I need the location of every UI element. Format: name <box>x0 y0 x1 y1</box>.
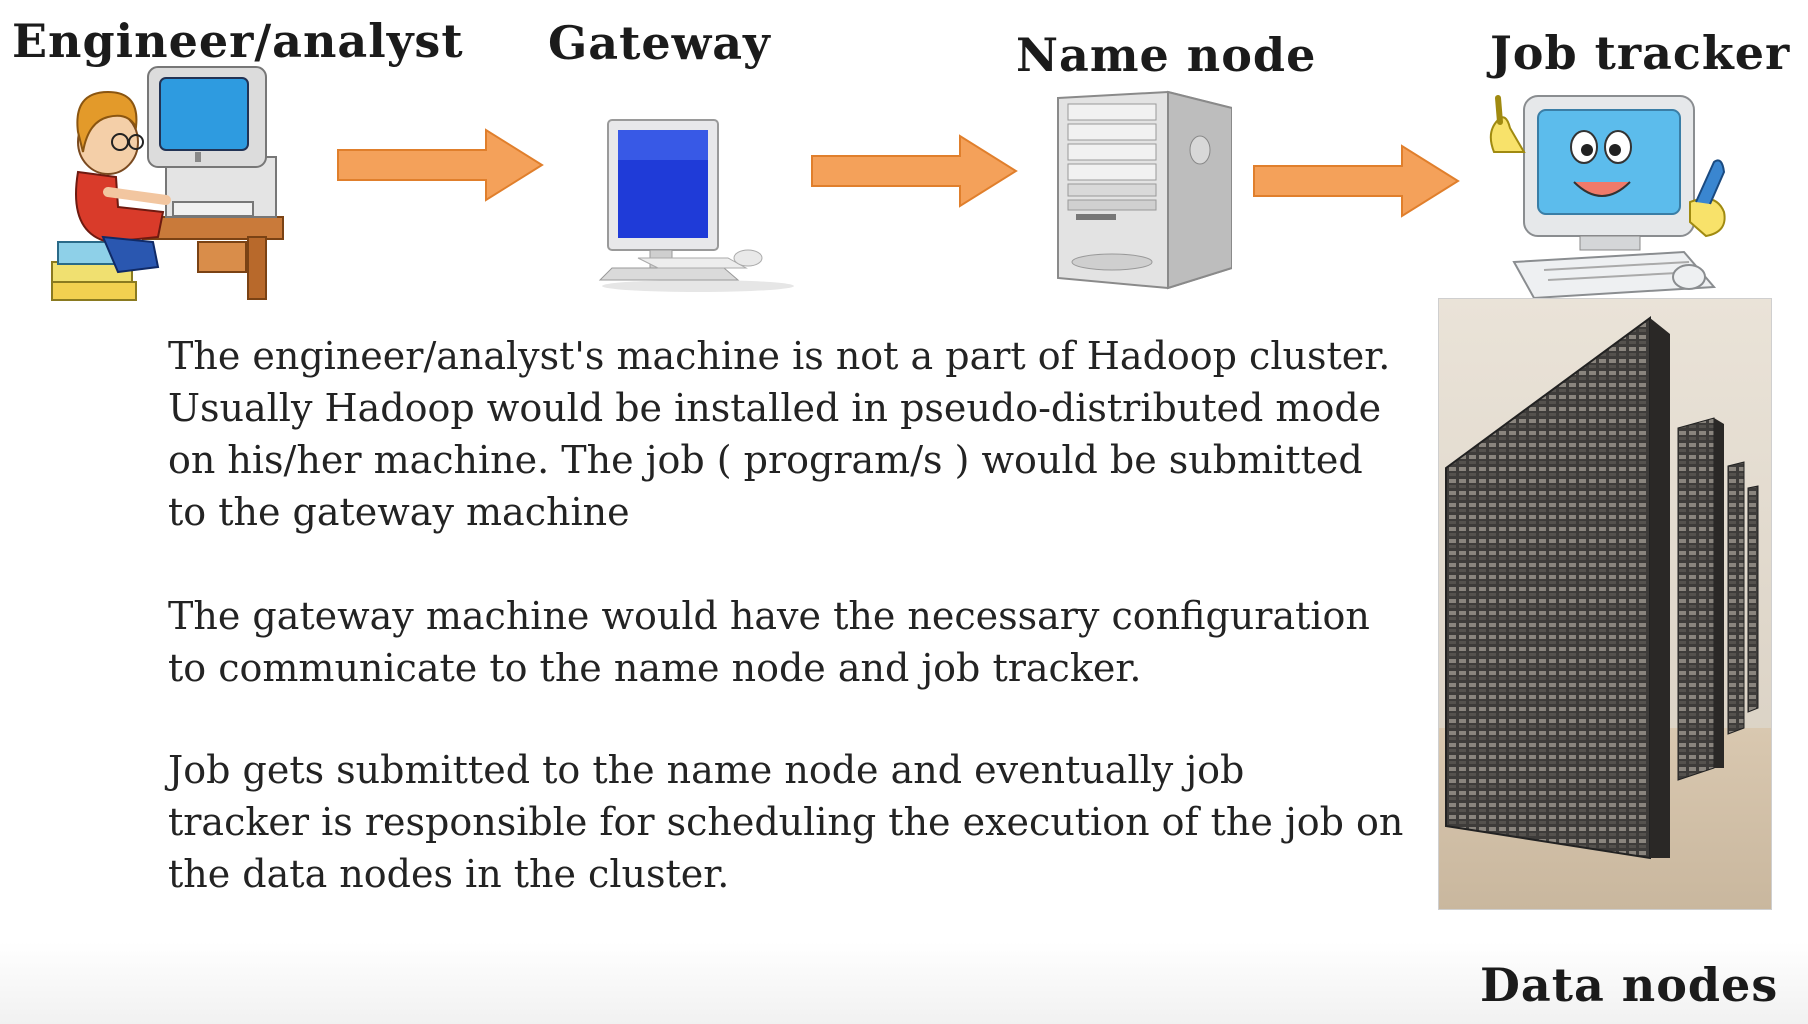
server-racks-photo-icon <box>1438 298 1772 910</box>
name-node-label: Name node <box>1016 28 1317 82</box>
job-tracker-label: Job tracker <box>1490 26 1791 80</box>
desktop-monitor-icon <box>598 119 794 292</box>
smiling-computer-icon <box>1489 95 1726 300</box>
text-line: to communicate to the name node and job … <box>168 646 1142 690</box>
text-line: to the gateway machine <box>168 490 630 534</box>
text-line: the data nodes in the cluster. <box>168 852 730 896</box>
arrow-right-icon <box>1253 144 1460 218</box>
gateway-label: Gateway <box>548 16 771 70</box>
engineer-label: Engineer/analyst <box>12 14 464 68</box>
arrow-right-icon <box>811 134 1018 208</box>
server-tower-icon <box>1057 90 1232 290</box>
paragraph-job-submission: Job gets submitted to the name node and … <box>168 744 1438 900</box>
data-nodes-label: Data nodes <box>1480 958 1779 1012</box>
text-line: tracker is responsible for scheduling th… <box>168 800 1404 844</box>
text-line: Job gets submitted to the name node and … <box>168 748 1245 792</box>
text-line: The engineer/analyst's machine is not a … <box>168 334 1391 378</box>
text-line: on his/her machine. The job ( program/s … <box>168 438 1363 482</box>
engineer-at-computer-icon <box>51 66 284 301</box>
paragraph-gateway: The gateway machine would have the neces… <box>168 590 1438 694</box>
arrow-right-icon <box>337 128 544 202</box>
paragraph-engineer: The engineer/analyst's machine is not a … <box>168 330 1438 538</box>
text-line: The gateway machine would have the neces… <box>168 594 1370 638</box>
text-line: Usually Hadoop would be installed in pse… <box>168 386 1382 430</box>
